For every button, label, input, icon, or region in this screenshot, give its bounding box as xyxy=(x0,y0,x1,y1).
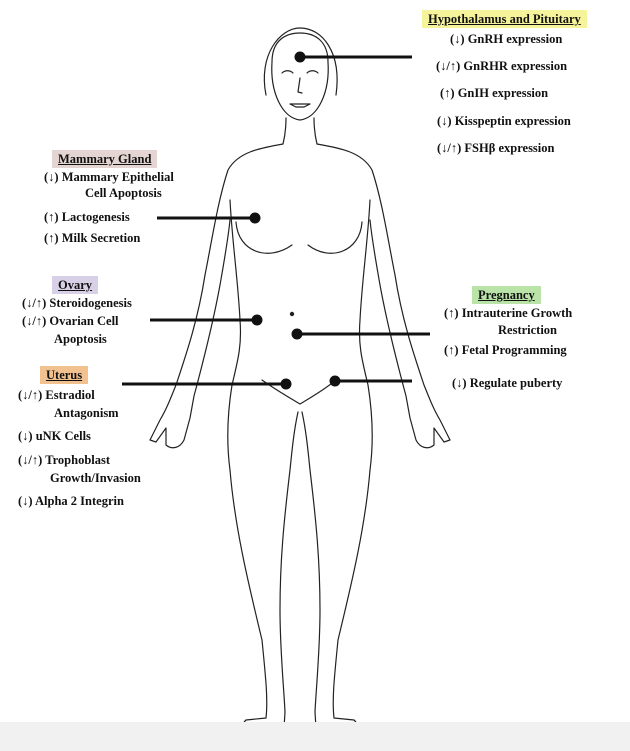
left-arm-outline xyxy=(150,144,283,448)
hypothalamus-dot xyxy=(296,53,304,61)
nose xyxy=(298,78,302,93)
neck-left xyxy=(283,118,286,144)
uterus-item-1-line-2: Antagonism xyxy=(54,406,119,421)
uterus-item-2: (↓) uNK Cells xyxy=(18,429,91,444)
hypothalamus-item-2: (↓/↑) GnRHR expression xyxy=(436,59,567,74)
mammary-header: Mammary Gland xyxy=(52,150,157,168)
right-breast xyxy=(308,222,362,253)
right-arm-outline xyxy=(317,144,450,448)
pregnancy-dot xyxy=(293,330,301,338)
right-eye xyxy=(307,71,318,73)
left-leg-outer xyxy=(230,412,298,730)
pregnancy-item-1-line-1: (↑) Intrauterine Growth xyxy=(444,306,572,321)
right-leg-outer xyxy=(302,412,370,730)
left-breast xyxy=(236,222,292,253)
uterus-item-1-line-1: (↓/↑) Estradiol xyxy=(18,388,95,403)
mammary-item-3: (↑) Milk Secretion xyxy=(44,231,140,246)
uterus-item-3-line-2: Growth/Invasion xyxy=(50,471,141,486)
puberty-dot xyxy=(331,377,339,385)
footer-strip xyxy=(0,722,630,751)
hypothalamus-item-5: (↓/↑) FSHβ expression xyxy=(437,141,554,156)
ovary-item-2-line-1: (↓/↑) Ovarian Cell xyxy=(22,314,119,329)
hypothalamus-item-4: (↓) Kisspeptin expression xyxy=(437,114,571,129)
mammary-dot xyxy=(251,214,259,222)
uterus-item-4: (↓) Alpha 2 Integrin xyxy=(18,494,124,509)
pregnancy-item-1-line-2: Restriction xyxy=(498,323,557,338)
uterus-dot xyxy=(282,380,290,388)
uterus-header: Uterus xyxy=(40,366,88,384)
mammary-item-1-line-1: (↓) Mammary Epithelial xyxy=(44,170,174,185)
hypothalamus-item-1: (↓) GnRH expression xyxy=(450,32,562,47)
mammary-item-1-line-2: Cell Apoptosis xyxy=(85,186,162,201)
pregnancy-item-3: (↓) Regulate puberty xyxy=(452,376,562,391)
left-torso xyxy=(228,200,241,470)
mammary-item-2: (↑) Lactogenesis xyxy=(44,210,130,225)
hypothalamus-header: Hypothalamus and Pituitary xyxy=(422,10,587,28)
ovary-item-2-line-2: Apoptosis xyxy=(54,332,107,347)
neck-right xyxy=(314,118,317,144)
ovary-item-1: (↓/↑) Steroidogenesis xyxy=(22,296,132,311)
left-eye xyxy=(282,71,293,73)
ovary-header: Ovary xyxy=(52,276,98,294)
hypothalamus-item-3: (↑) GnIH expression xyxy=(440,86,548,101)
navel xyxy=(290,312,293,315)
ovary-dot xyxy=(253,316,261,324)
uterus-item-3-line-1: (↓/↑) Trophoblast xyxy=(18,453,110,468)
pregnancy-header: Pregnancy xyxy=(472,286,541,304)
pregnancy-item-2: (↑) Fetal Programming xyxy=(444,343,567,358)
mouth xyxy=(290,104,310,107)
